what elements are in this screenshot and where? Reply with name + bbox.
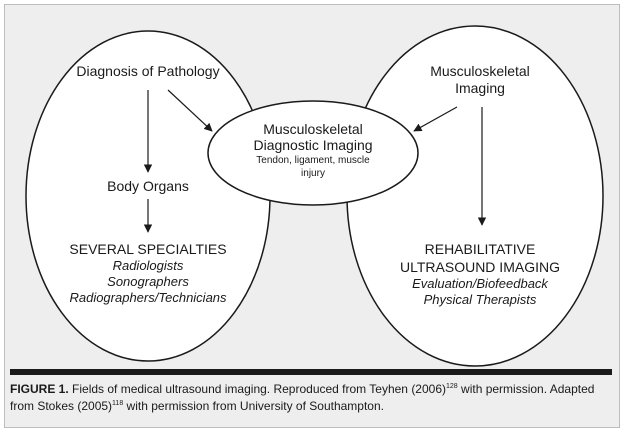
- msk-imaging-line1: Musculoskeletal: [430, 63, 530, 79]
- msk-diagnostic-title-line2: Diagnostic Imaging: [253, 137, 373, 153]
- caption-label: FIGURE 1.: [10, 382, 69, 396]
- center-circle: [207, 100, 419, 206]
- several-specialties-title: SEVERAL SPECIALTIES: [69, 241, 227, 257]
- specialty-sonographers: Sonographers: [107, 274, 189, 289]
- divider-bar: [10, 369, 612, 375]
- caption-text-1: Fields of medical ultrasound imaging. Re…: [68, 382, 447, 396]
- left-circle: [25, 30, 271, 362]
- msk-diagnostic-sub-line2: injury: [301, 168, 325, 179]
- caption-text-3: with permission from University of South…: [123, 399, 384, 413]
- body-organs-label: Body Organs: [107, 178, 189, 194]
- arrow-pathology-to-msk-diagnostic: [167, 89, 213, 132]
- rehabilitative-title-line2: ULTRASOUND IMAGING: [400, 259, 560, 275]
- rehabilitative-title-line1: REHABILITATIVE: [424, 241, 536, 257]
- msk-diagnostic-title-line1: Musculoskeletal: [263, 121, 363, 137]
- caption-text-2: with permission. Adapted from Stokes (20…: [10, 382, 595, 413]
- specialty-radiographers-technicians: Radiographers/Technicians: [69, 290, 227, 305]
- specialty-radiologists: Radiologists: [112, 258, 184, 273]
- msk-diagnostic-sub-line1: Tendon, ligament, muscle: [256, 155, 370, 166]
- diagnosis-of-pathology-label: Diagnosis of Pathology: [76, 63, 220, 79]
- msk-imaging-line2: Imaging: [455, 80, 505, 96]
- rehab-evaluation-biofeedback: Evaluation/Biofeedback: [412, 276, 548, 291]
- figure-caption: FIGURE 1. Fields of medical ultrasound i…: [10, 381, 610, 415]
- rehab-physical-therapists: Physical Therapists: [423, 292, 537, 307]
- caption-ref-1: 128: [446, 383, 458, 390]
- caption-ref-2: 118: [112, 400, 124, 407]
- arrow-msk-imaging-to-msk-diagnostic: [413, 106, 458, 132]
